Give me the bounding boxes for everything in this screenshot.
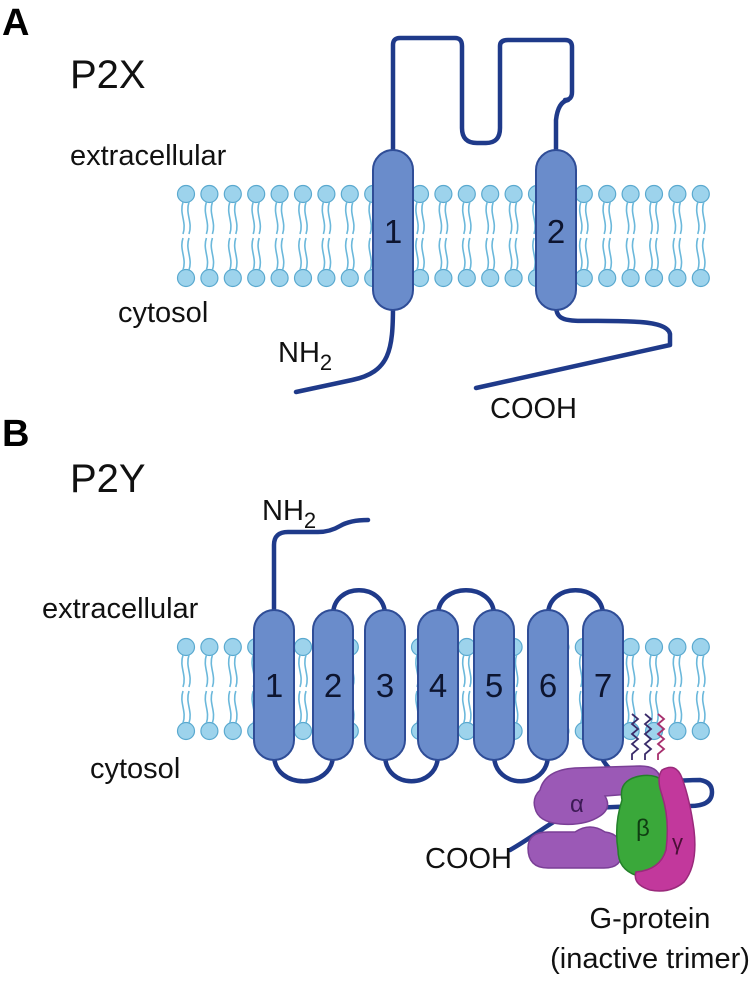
panel-b-helix-label-6: 6 <box>539 667 557 704</box>
panel-b-helix-label-5: 5 <box>485 667 503 704</box>
panel-b-n-terminus-label: NH2 <box>262 495 316 533</box>
intracellular-loop-1-2 <box>271 754 336 784</box>
svg-text:1: 1 <box>384 213 402 250</box>
lipid <box>691 184 711 288</box>
panel-b-n-terminus-chain <box>271 517 371 613</box>
lipid <box>340 184 360 288</box>
lipid <box>200 184 219 288</box>
g-protein-lipid-anchors <box>630 713 666 760</box>
lipid <box>246 184 266 288</box>
extracellular-loop-2-3 <box>330 588 388 616</box>
g-beta-label: β <box>636 815 650 842</box>
lipid <box>223 184 243 288</box>
lipid <box>200 637 219 741</box>
panel-a-cytosol-label: cytosol <box>118 297 208 329</box>
lipid <box>434 184 453 288</box>
panel-a-c-terminus-chain <box>473 302 673 391</box>
extracellular-loop-6-7 <box>545 588 606 616</box>
g-alpha-label: α <box>570 791 584 818</box>
panel-b-helix-4: 4 <box>417 609 459 761</box>
g-protein-title: G-protein <box>590 903 711 935</box>
lipid <box>644 184 664 288</box>
panel-b-helix-6: 6 <box>527 609 569 761</box>
lipid <box>621 637 640 741</box>
lipid <box>574 184 594 288</box>
panel-b-helix-label-3: 3 <box>376 667 394 704</box>
panel-a: A P2X extracellular cytosol 1 2 NH2 COOH <box>2 2 711 425</box>
lipid <box>270 184 289 288</box>
lipid <box>293 184 313 288</box>
panel-a-helix-1: 1 <box>372 149 414 311</box>
panel-a-extracellular-label: extracellular <box>70 140 227 172</box>
lipid <box>176 637 196 741</box>
lipid <box>176 184 196 288</box>
panel-a-n-terminus-label: NH2 <box>278 337 332 375</box>
intracellular-loop-5-6 <box>491 754 551 784</box>
panel-a-n-terminus-chain <box>293 302 396 395</box>
g-protein-subtitle: (inactive trimer) <box>550 943 750 975</box>
panel-b-loops <box>271 588 606 784</box>
lipid <box>410 184 430 288</box>
lipid <box>691 637 711 741</box>
panel-b-cytosol-label: cytosol <box>90 753 180 785</box>
g-beta-subunit: β <box>615 774 674 878</box>
intracellular-loop-3-4 <box>382 754 441 784</box>
panel-a-letter: A <box>2 2 29 44</box>
panel-b-extracellular-label: extracellular <box>42 593 199 625</box>
panel-b-helix-label-4: 4 <box>429 667 447 704</box>
svg-text:2: 2 <box>547 213 565 250</box>
panel-b-helix-label-7: 7 <box>594 667 612 704</box>
panel-b-receptor-label: P2Y <box>70 457 146 501</box>
lipid <box>644 637 664 741</box>
lipid <box>597 184 617 288</box>
lipid <box>668 184 687 288</box>
g-gamma-label: γ <box>672 830 683 855</box>
panel-b-helix-label-2: 2 <box>324 667 342 704</box>
panel-a-membrane <box>176 184 711 288</box>
panel-b-letter: B <box>2 413 29 455</box>
panel-b-helix-5: 5 <box>473 609 515 761</box>
panel-a-extracellular-loop <box>390 35 575 158</box>
panel-a-helix-2: 2 <box>535 149 577 311</box>
g-protein-trimer: α β γ <box>527 765 696 892</box>
panel-b-helix-3: 3 <box>364 609 406 761</box>
lipid <box>504 184 523 288</box>
lipid <box>621 184 640 288</box>
lipid <box>457 184 477 288</box>
lipid <box>317 184 336 288</box>
panel-a-receptor-label: P2X <box>70 53 146 97</box>
lipid <box>480 184 500 288</box>
panel-b-helix-1: 1 <box>253 609 295 761</box>
panel-b-helix-2: 2 <box>312 609 354 761</box>
lipid <box>668 637 687 741</box>
lipid <box>457 637 477 741</box>
extracellular-loop-4-5 <box>435 588 497 616</box>
panel-b-helix-7: 7 <box>582 609 624 761</box>
panel-a-c-terminus-label: COOH <box>490 393 577 425</box>
lipid <box>293 637 313 741</box>
panel-b-c-terminus-label: COOH <box>425 843 512 875</box>
g-gamma-subunit: γ <box>634 766 696 892</box>
panel-b-helix-label-1: 1 <box>265 667 283 704</box>
lipid <box>223 637 243 741</box>
